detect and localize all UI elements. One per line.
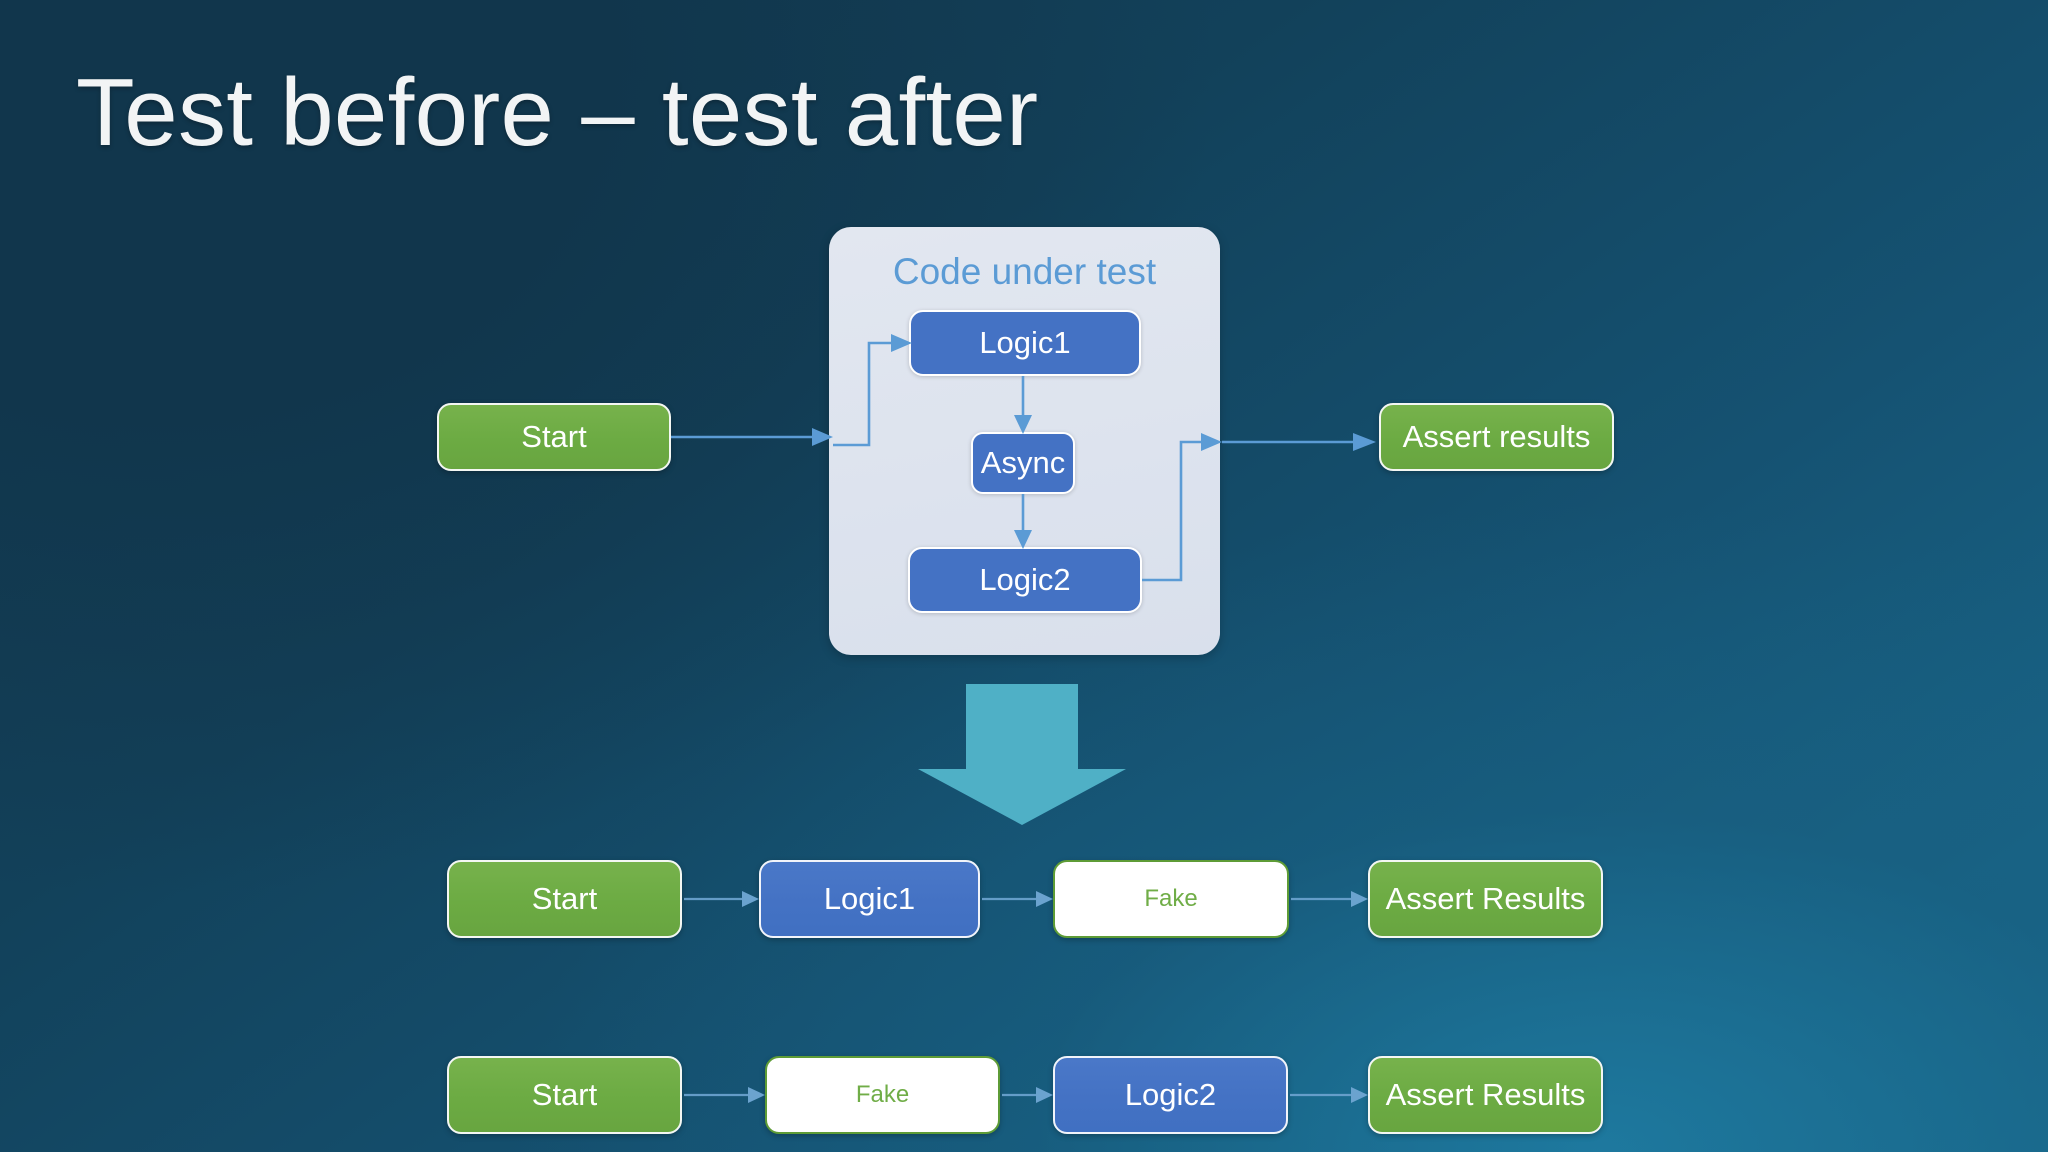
node-row1-assert[interactable]: Assert Results	[1368, 860, 1603, 938]
node-row1-start[interactable]: Start	[447, 860, 682, 938]
node-row1-logic1[interactable]: Logic1	[759, 860, 980, 938]
page-title: Test before – test after	[76, 59, 1039, 166]
connector-row2-start-fake	[684, 1087, 765, 1103]
node-row1-fake[interactable]: Fake	[1053, 860, 1289, 938]
connector-row1-fake-assert	[1291, 891, 1368, 907]
connector-row1-start-logic1	[684, 891, 759, 907]
node-row2-start[interactable]: Start	[447, 1056, 682, 1134]
node-start-top[interactable]: Start	[437, 403, 671, 471]
node-row2-logic2[interactable]: Logic2	[1053, 1056, 1288, 1134]
connector-start-to-panel	[671, 428, 833, 446]
node-logic1-inner[interactable]: Logic1	[909, 310, 1141, 376]
node-logic2-inner[interactable]: Logic2	[908, 547, 1142, 613]
connector-row1-logic1-fake	[982, 891, 1053, 907]
connector-panel-to-assert	[1222, 433, 1376, 451]
node-row2-fake[interactable]: Fake	[765, 1056, 1000, 1134]
node-row2-assert[interactable]: Assert Results	[1368, 1056, 1603, 1134]
down-arrow-icon	[918, 684, 1126, 825]
node-async-inner[interactable]: Async	[971, 432, 1075, 494]
connector-row2-fake-logic2	[1002, 1087, 1053, 1103]
node-assert-top[interactable]: Assert results	[1379, 403, 1614, 471]
connector-row2-logic2-assert	[1290, 1087, 1368, 1103]
panel-title: Code under test	[892, 251, 1157, 292]
